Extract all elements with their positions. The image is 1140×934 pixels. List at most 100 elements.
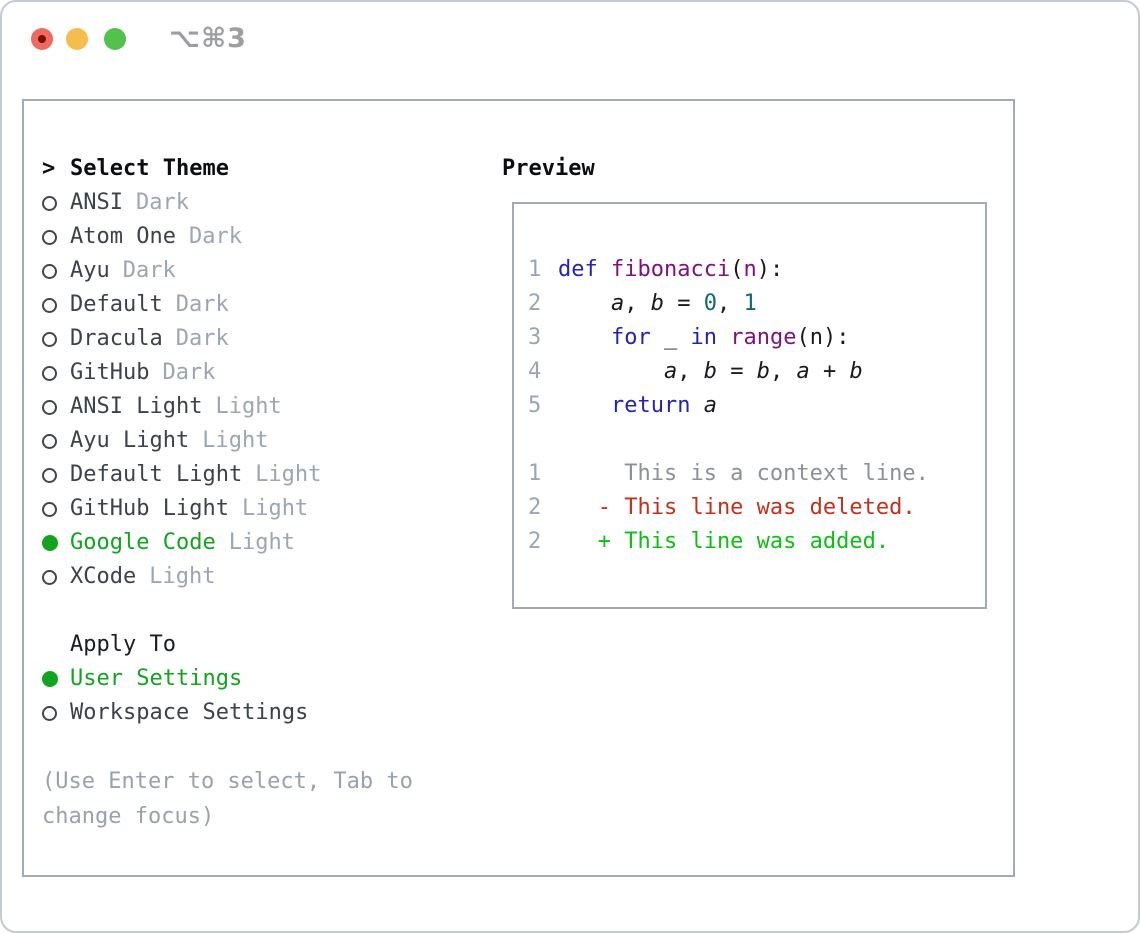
code-token: , (716, 291, 744, 316)
theme-option-default-light[interactable]: Default Light Light (42, 458, 434, 492)
code-token (558, 393, 611, 418)
radio-icon (42, 399, 70, 415)
theme-option-atom-one[interactable]: Atom One Dark (42, 220, 434, 254)
line-number: 2 (528, 291, 542, 316)
theme-variant: Dark (122, 258, 176, 283)
close-button[interactable] (31, 28, 53, 50)
code-token: a (663, 359, 678, 384)
apply-option-label: Workspace Settings (70, 700, 309, 725)
code-token: = (663, 291, 704, 316)
prompt-icon: > (42, 156, 56, 181)
code-text: for _ in range(n): (558, 321, 849, 355)
code-token: + (809, 359, 850, 384)
theme-variant: Dark (135, 190, 189, 215)
theme-name: Dracula (70, 326, 163, 351)
code-token: n (743, 257, 757, 282)
line-number: 5 (528, 393, 542, 418)
theme-variant: Light (228, 530, 295, 555)
code-token: range (730, 325, 797, 350)
line-number: 1 (528, 257, 542, 282)
code-token (558, 291, 611, 316)
code-text: return a (558, 389, 717, 423)
diff-line-deleted: 2 - This line was deleted. (528, 491, 985, 525)
theme-name: Atom One (70, 224, 176, 249)
code-token: = (716, 359, 757, 384)
theme-variant: Light (241, 496, 309, 521)
apply-to-header: Apply To (42, 628, 434, 662)
apply-option-workspace-settings[interactable]: Workspace Settings (42, 696, 434, 730)
line-number: 2 (528, 529, 542, 554)
theme-name: Ayu (70, 258, 110, 283)
radio-icon (42, 501, 70, 517)
radio-icon (42, 331, 70, 347)
code-token (558, 359, 664, 384)
radio-icon (42, 467, 70, 483)
apply-option-user-settings[interactable]: User Settings (42, 662, 434, 696)
code-token: a (610, 291, 625, 316)
title-bar: ⌥⌘3 (2, 2, 1138, 98)
theme-name: Default (70, 292, 163, 317)
code-token: b (756, 359, 770, 384)
code-token: 0 (703, 291, 717, 316)
code-token: ( (730, 257, 744, 282)
line-number: 3 (528, 325, 542, 350)
code-text: def fibonacci(n): (558, 253, 783, 287)
apply-to-title: Apply To (70, 632, 176, 657)
code-token: a (796, 359, 810, 384)
code-text: a, b = b, a + b (558, 355, 863, 389)
theme-option-ayu[interactable]: Ayu Dark (42, 254, 434, 288)
preview-title: Preview (502, 156, 595, 181)
code-line: 3 for _ in range(n): (528, 321, 985, 355)
theme-variant: Dark (188, 224, 242, 249)
code-token: ): (756, 257, 784, 282)
code-line: 4 a, b = b, a + b (528, 355, 985, 389)
code-text: a, b = 0, 1 (558, 287, 757, 321)
radio-icon (42, 705, 70, 721)
theme-option-ansi[interactable]: ANSI Dark (42, 186, 434, 220)
theme-variant: Dark (175, 326, 229, 351)
theme-option-default[interactable]: Default Dark (42, 288, 434, 322)
window-title: ⌥⌘3 (169, 23, 247, 54)
radio-icon (42, 433, 70, 449)
theme-variant: Light (255, 462, 322, 487)
code-token (690, 393, 703, 418)
diff-line-added: 2 + This line was added. (528, 525, 985, 559)
theme-variant: Light (215, 394, 282, 419)
theme-name: XCode (70, 564, 137, 589)
diff-text: - This line was deleted. (558, 495, 916, 520)
theme-name: Default Light (70, 462, 243, 487)
radio-icon (42, 263, 70, 279)
radio-selected-icon (42, 671, 70, 687)
theme-name: ANSI (70, 190, 123, 215)
code-line: 2 a, b = 0, 1 (528, 287, 985, 321)
code-token: fibonacci (611, 257, 731, 282)
diff-text: This is a context line. (558, 461, 929, 486)
blank-line (528, 423, 985, 457)
minimize-button[interactable] (66, 28, 88, 50)
code-token: b (849, 359, 863, 384)
close-dot-icon (38, 35, 46, 43)
code-token: , (677, 359, 704, 384)
line-number: 4 (528, 359, 542, 384)
theme-option-dracula[interactable]: Dracula Dark (42, 322, 434, 356)
zoom-button[interactable] (104, 28, 126, 50)
line-number: 1 (528, 461, 542, 486)
theme-variant: Light (202, 428, 269, 453)
code-token (598, 257, 611, 282)
radio-icon (42, 195, 70, 211)
theme-variant: Dark (175, 292, 229, 317)
radio-icon (42, 297, 70, 313)
